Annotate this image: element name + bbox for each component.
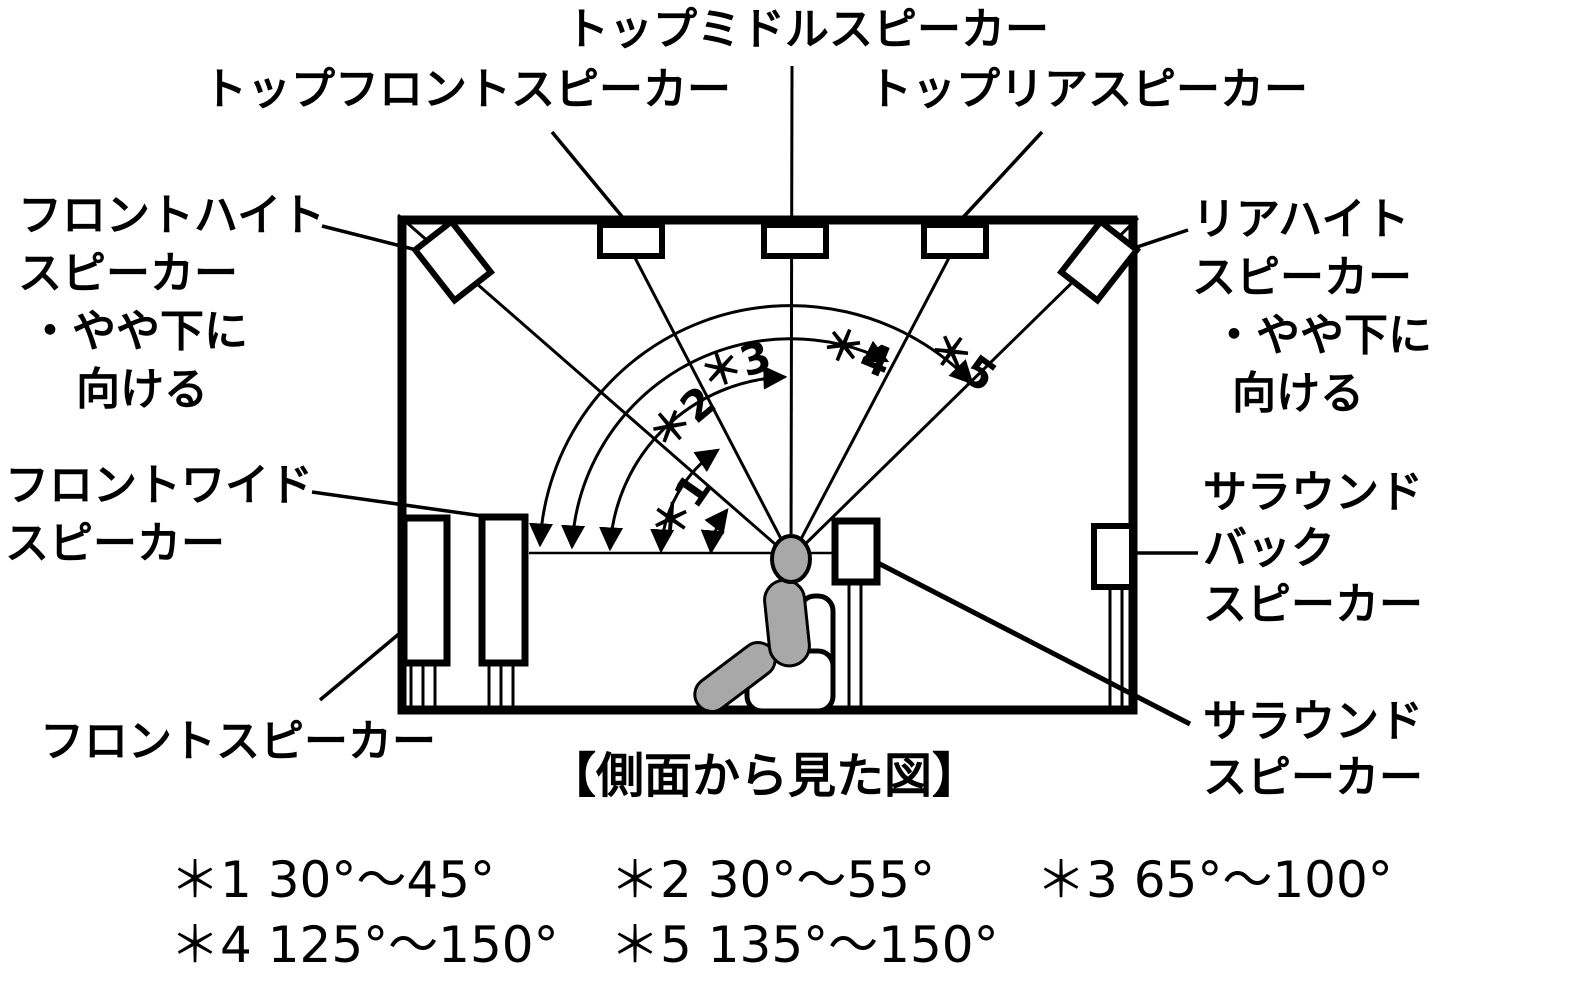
top-rear-speaker: [921, 222, 989, 259]
label-front-height-line4: 向ける: [76, 364, 208, 415]
label-surround-back-line3: スピーカー: [1203, 579, 1423, 630]
line-to-top-rear: [789, 255, 952, 559]
label-rear-height-line3: ・やや下に: [1212, 310, 1432, 361]
leader-front-wide: [311, 490, 505, 521]
angle-arc-labels: ＊1 ＊2 ＊3 ＊4 ＊5: [639, 316, 1006, 551]
label-front-wide-line1: フロントワイド: [5, 460, 313, 511]
angle-arc-label-1: ＊1: [640, 464, 721, 550]
label-front-height-line2: スピーカー: [18, 248, 238, 299]
listener-torso: [763, 578, 811, 668]
angle-arc-label-3: ＊3: [694, 331, 777, 400]
footnote-5: ＊5 135°～150°: [610, 916, 999, 974]
label-rear-height-line1: リアハイト: [1192, 194, 1410, 245]
listener-head: [770, 534, 812, 584]
angle-arc-5: [529, 304, 974, 548]
angle-arc-1: [700, 508, 729, 555]
top-front-speaker: [597, 222, 665, 259]
leader-lines: [311, 130, 1198, 727]
footnote-3: ＊3 65°～100°: [1036, 851, 1393, 909]
rear-height-speaker: [1056, 217, 1142, 305]
label-rear-height-line2: スピーカー: [1192, 252, 1412, 303]
listener: [693, 534, 812, 713]
figure-caption: 【側面から見た図】: [548, 748, 981, 804]
footnote-1: ＊1 30°～45°: [170, 851, 495, 909]
label-front-height-line1: フロントハイト: [18, 190, 326, 241]
label-top-middle-speaker: トップミドルスピーカー: [565, 4, 1049, 55]
front-height-speaker: [410, 217, 496, 305]
footnote-4: ＊4 125°～150°: [170, 916, 559, 974]
label-front-height-line3: ・やや下に: [28, 306, 248, 357]
radial-lines: [397, 65, 1140, 560]
label-top-front-speaker: トップフロントスピーカー: [203, 64, 731, 115]
label-surround-line1: サラウンド: [1203, 696, 1423, 747]
leader-front: [318, 626, 408, 702]
front-wide-speaker: [478, 513, 529, 710]
leader-top-rear: [954, 130, 1044, 227]
label-surround-line2: スピーカー: [1203, 752, 1423, 803]
top-middle-speaker: [761, 222, 829, 259]
front-speaker: [400, 514, 451, 710]
leader-surround: [874, 559, 1192, 727]
leader-top-front: [550, 130, 631, 227]
label-surround-back-line2: バック: [1203, 523, 1335, 574]
label-rear-height-line4: 向ける: [1232, 368, 1364, 419]
angle-arcs: [529, 304, 974, 555]
surround-back-speaker: [1091, 523, 1135, 710]
angle-arc-label-5: ＊5: [919, 320, 1005, 402]
label-surround-back-line1: サラウンド: [1203, 467, 1423, 518]
label-top-rear-speaker: トップリアスピーカー: [868, 64, 1308, 115]
surround-speaker: [831, 517, 881, 710]
label-front-wide-line2: スピーカー: [5, 518, 225, 569]
line-to-top-middle: [789, 65, 794, 559]
label-front-speaker: フロントスピーカー: [40, 716, 436, 767]
footnote-2: ＊2 30°～55°: [610, 851, 935, 909]
